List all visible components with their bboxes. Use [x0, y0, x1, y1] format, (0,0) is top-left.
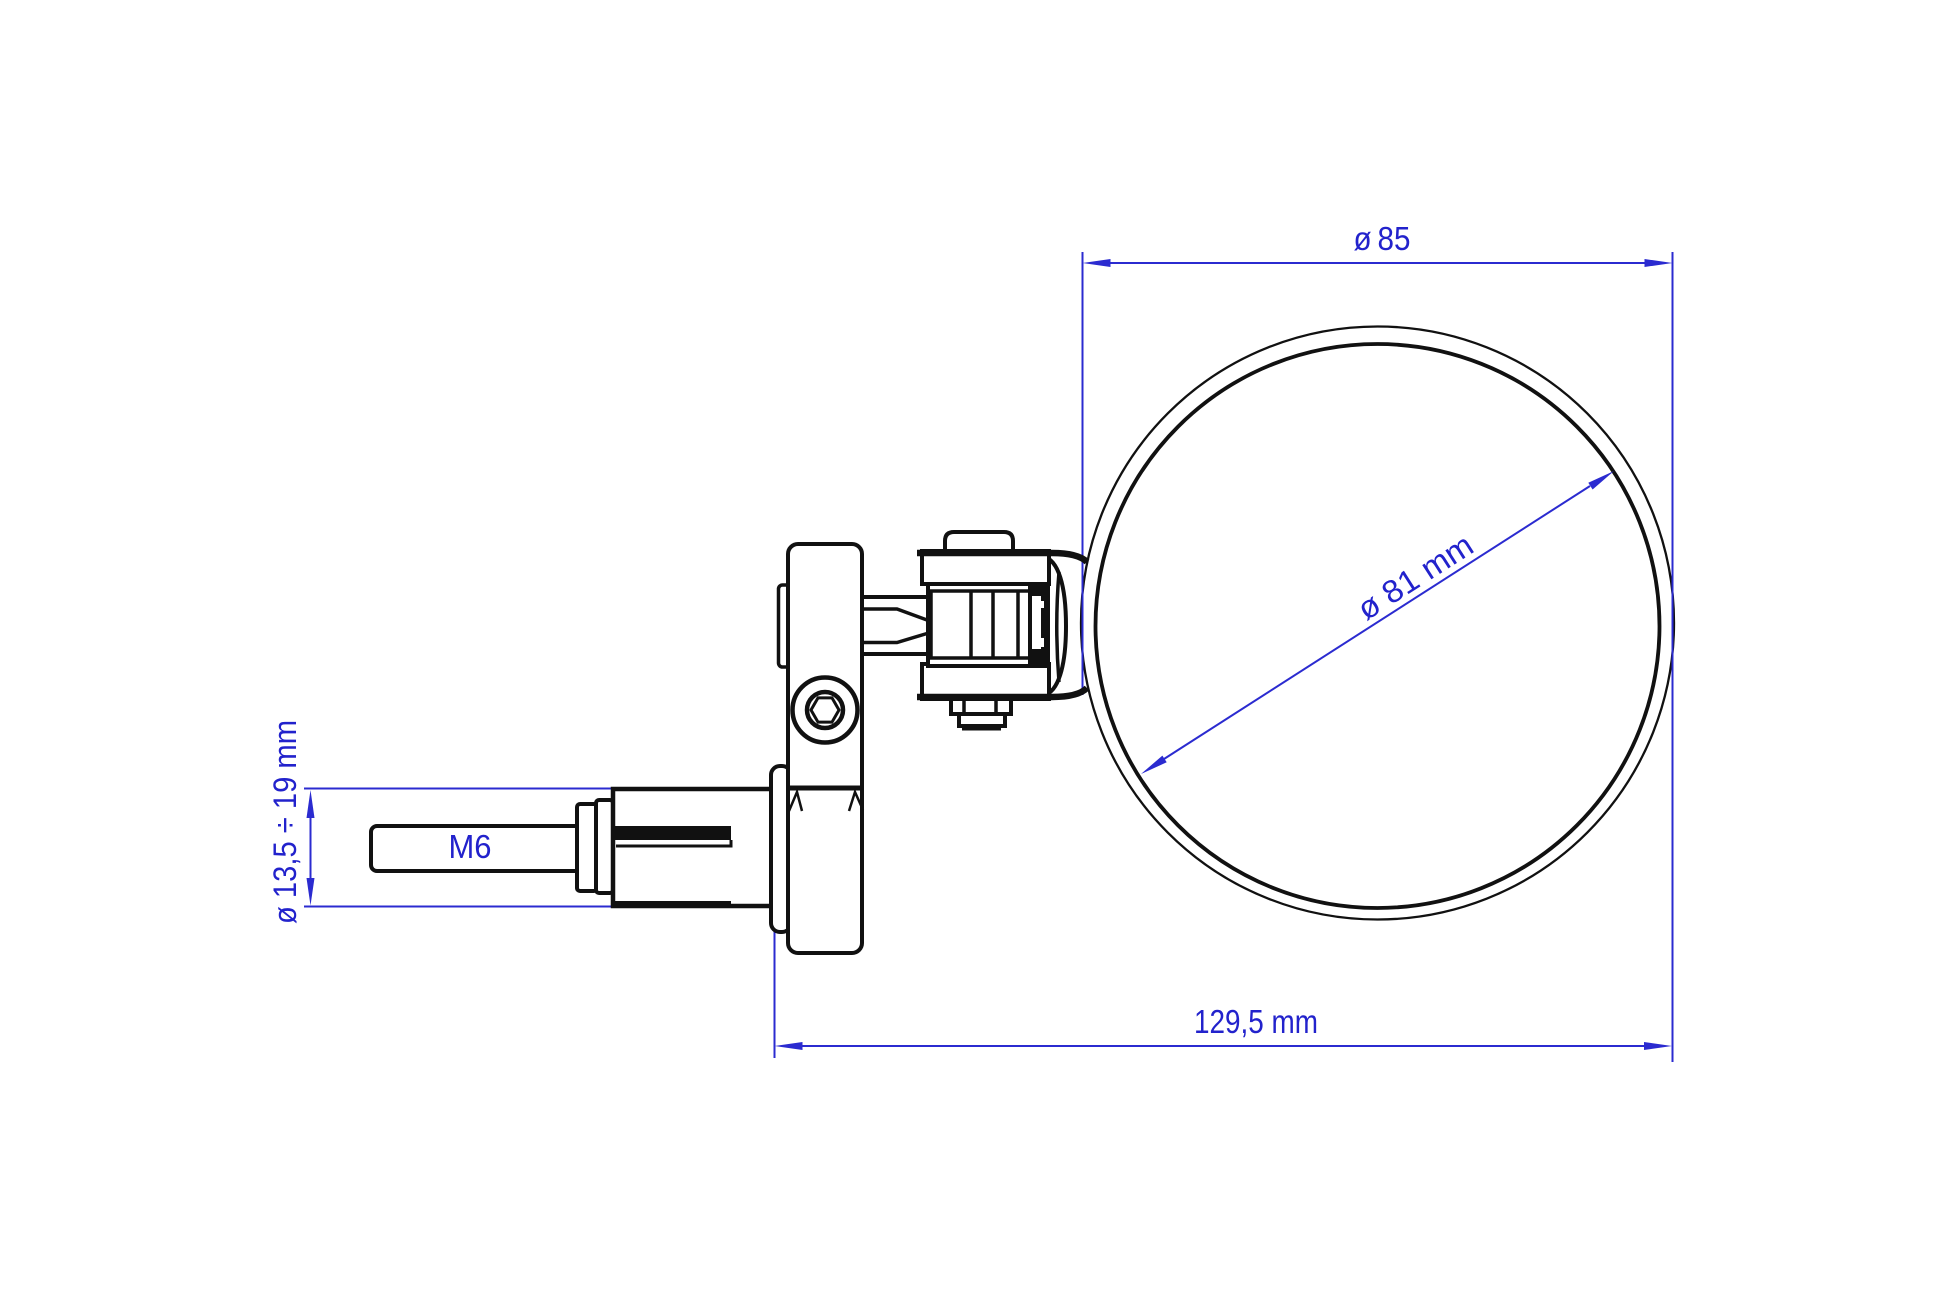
svg-text:M6: M6	[449, 828, 492, 865]
svg-text:129,5 mm: 129,5 mm	[1194, 1003, 1318, 1040]
svg-text:ø 13,5 ÷ 19 mm: ø 13,5 ÷ 19 mm	[267, 720, 303, 924]
svg-text:ø 85: ø 85	[1354, 220, 1411, 257]
